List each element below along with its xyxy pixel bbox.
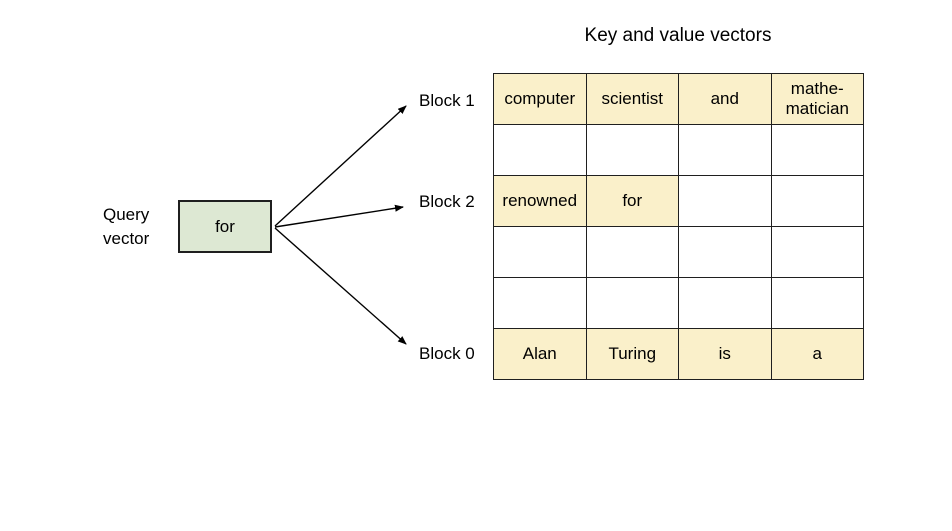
table-cell <box>770 124 864 176</box>
table-cell: scientist <box>585 73 679 125</box>
table-row-empty <box>493 277 864 329</box>
table-cell <box>678 277 772 329</box>
table-cell <box>678 175 772 227</box>
query-vector-label: Query vector <box>103 203 149 251</box>
table-row-block-2: renowned for <box>493 175 864 227</box>
diagram-title: Key and value vectors <box>584 25 772 46</box>
table-cell: renowned <box>493 175 587 227</box>
key-value-table: computer scientist and mathe- matician r… <box>493 73 864 380</box>
table-cell: Turing <box>585 328 679 380</box>
block-2-label: Block 2 <box>419 192 475 211</box>
query-vector-label-line2: vector <box>103 229 150 248</box>
table-cell <box>493 226 587 278</box>
table-cell: for <box>585 175 679 227</box>
table-cell: Alan <box>493 328 587 380</box>
table-row-empty <box>493 124 864 176</box>
arrow-to-block-2 <box>274 204 404 228</box>
table-cell <box>585 277 679 329</box>
arrow-to-block-0 <box>274 227 407 345</box>
block-0-label: Block 0 <box>419 344 475 363</box>
table-cell <box>585 226 679 278</box>
table-cell: and <box>678 73 772 125</box>
table-cell <box>493 277 587 329</box>
table-cell <box>678 124 772 176</box>
block-1-label: Block 1 <box>419 91 475 110</box>
table-cell <box>493 124 587 176</box>
table-cell <box>770 226 864 278</box>
table-cell: computer <box>493 73 587 125</box>
table-row-block-1: computer scientist and mathe- matician <box>493 73 864 125</box>
query-vector-label-line1: Query <box>103 205 150 224</box>
table-cell <box>770 175 864 227</box>
query-vector-box: for <box>178 200 272 253</box>
table-cell: a <box>770 328 864 380</box>
table-cell <box>770 277 864 329</box>
arrow-to-block-1 <box>274 105 407 227</box>
table-cell <box>585 124 679 176</box>
table-cell: mathe- matician <box>770 73 864 125</box>
table-cell: is <box>678 328 772 380</box>
table-row-block-0: Alan Turing is a <box>493 328 864 380</box>
table-row-empty <box>493 226 864 278</box>
table-cell <box>678 226 772 278</box>
